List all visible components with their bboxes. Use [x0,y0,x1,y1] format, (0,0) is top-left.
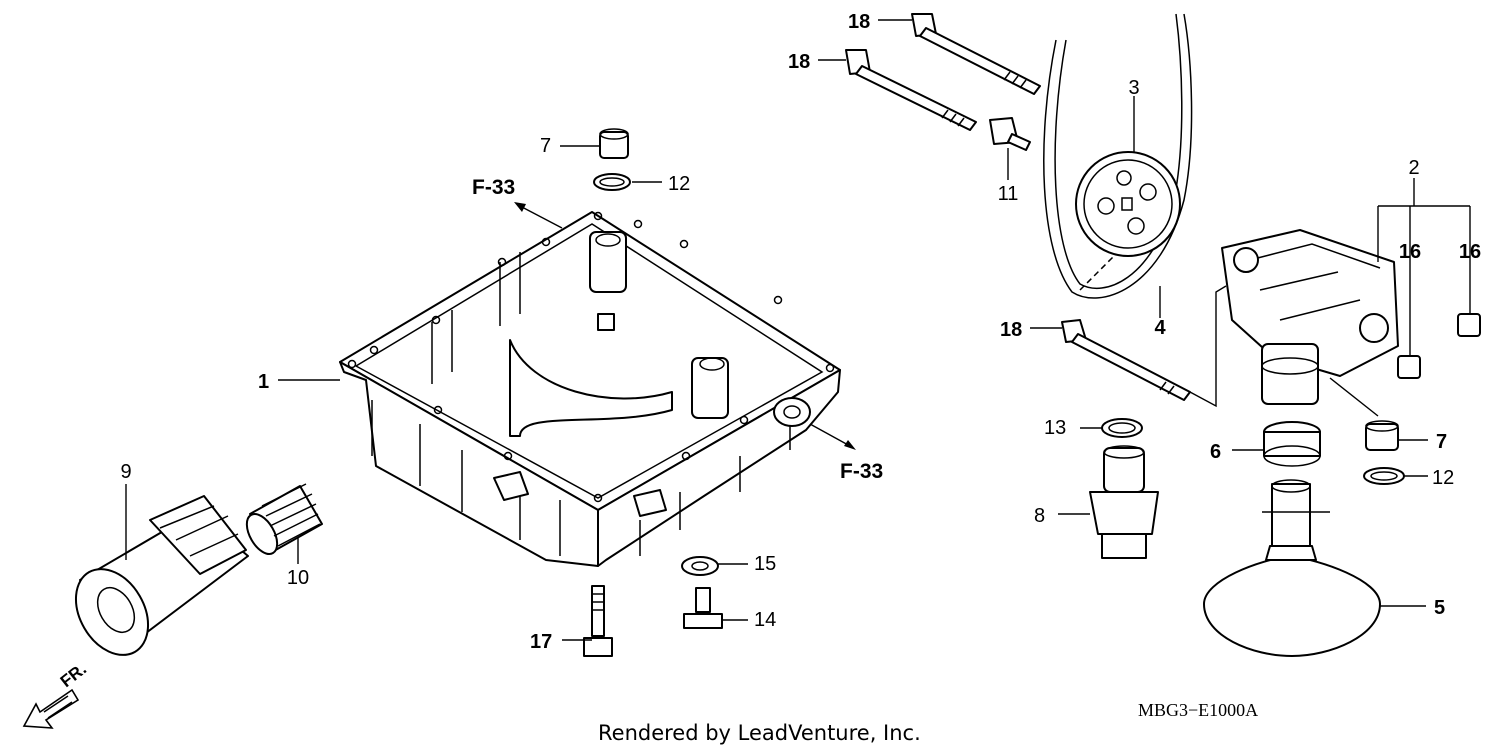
callout-4: 4 [1154,317,1166,339]
credit-text: Rendered by LeadVenture, Inc. [598,721,921,745]
callout-15: 15 [754,553,776,575]
o-ring-12-top[interactable] [593,173,631,191]
callout-12-right: 12 [1432,467,1454,489]
bolt-18-middle[interactable] [845,49,977,131]
callout-14: 14 [754,609,776,631]
bolt-18-lower[interactable] [1061,319,1191,401]
oil-pan[interactable] [339,211,841,567]
diagram-code: MBG3−E1000A [1138,700,1258,720]
dowel-pin-16-right[interactable] [1457,313,1481,337]
callout-5: 5 [1434,597,1445,619]
o-ring-13[interactable] [1101,418,1143,438]
callout-6: 6 [1210,441,1221,463]
washer-15[interactable] [681,556,719,576]
drain-bolt-14[interactable] [683,587,723,629]
dowel-pin-7-top[interactable] [599,128,629,159]
ref-arrow-right [809,423,856,450]
callout-13: 13 [1044,417,1066,439]
callout-18-lower: 18 [1000,319,1022,341]
oil-filter[interactable] [61,495,249,668]
filter-pipe[interactable] [241,483,323,559]
callout-3: 3 [1128,77,1139,99]
callout-11: 11 [998,183,1019,205]
o-ring-12-right[interactable] [1363,467,1405,485]
callout-10: 10 [287,567,309,589]
callout-7-right: 7 [1436,431,1447,453]
ref-arrow-left [514,202,563,229]
callout-18-top: 18 [848,11,870,33]
flange-bolt-17[interactable] [583,585,613,657]
callout-2: 2 [1408,157,1419,179]
callout-8: 8 [1034,505,1045,527]
front-direction-arrow-icon [22,688,80,729]
dowel-pin-16-left[interactable] [1397,355,1421,379]
oil-strainer-5[interactable] [1203,479,1381,657]
callout-9: 9 [120,461,131,483]
callout-7-top: 7 [540,135,551,157]
ref-label-left: F-33 [472,176,515,199]
relief-valve-8[interactable] [1089,445,1159,559]
callout-17: 17 [530,631,552,653]
callout-18-middle: 18 [788,51,810,73]
leader-lines [125,19,1471,641]
ref-label-right: F-33 [840,460,883,483]
oil-pump-2[interactable] [1221,229,1399,405]
callout-16-right: 16 [1459,241,1481,263]
callout-16-left: 16 [1399,241,1421,263]
sprocket-3[interactable] [1075,151,1181,257]
callout-12-top: 12 [668,173,690,195]
stud-bolt-11[interactable] [989,117,1031,151]
dowel-pin-7-right[interactable] [1365,420,1399,451]
callout-1: 1 [258,371,269,393]
collar-6[interactable] [1263,421,1321,467]
bolt-18-top[interactable] [911,13,1041,95]
front-direction-label: FR. [57,659,90,691]
